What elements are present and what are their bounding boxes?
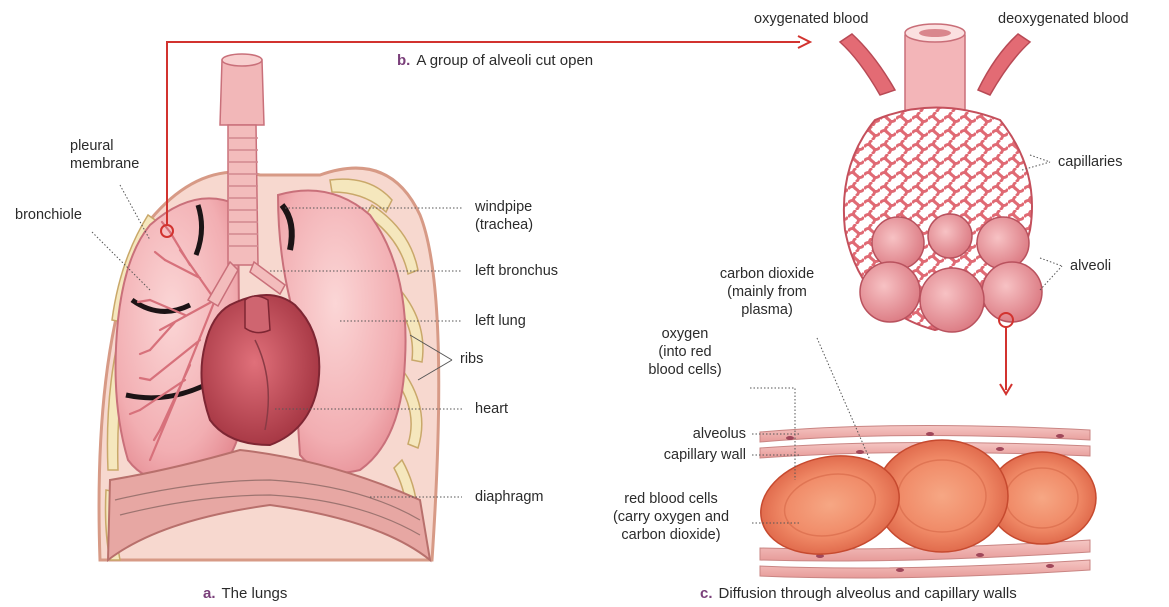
- label-capillary-wall: capillary wall: [596, 446, 746, 464]
- caption-c-letter: c.: [700, 585, 713, 602]
- alveoli-cluster: [840, 24, 1042, 332]
- label-oxygenated-blood: oxygenated blood: [754, 10, 869, 28]
- caption-b-letter: b.: [397, 52, 410, 69]
- label-windpipe: windpipe (trachea): [475, 198, 533, 234]
- caption-b: b. A group of alveoli cut open: [397, 52, 593, 70]
- diffusion-illustration: [752, 425, 1096, 578]
- connector-arrow-bc: [999, 313, 1013, 394]
- label-alveoli: alveoli: [1070, 257, 1111, 275]
- caption-c: c. Diffusion through alveolus and capilla…: [700, 585, 1017, 603]
- label-pleural-membrane: pleural membrane: [70, 137, 139, 173]
- label-bronchiole: bronchiole: [15, 206, 82, 224]
- caption-a-letter: a.: [203, 585, 216, 602]
- label-heart: heart: [475, 400, 508, 418]
- lungs-illustration: [99, 54, 439, 560]
- caption-c-text: Diffusion through alveolus and capillary…: [719, 585, 1017, 602]
- label-left-lung: left lung: [475, 312, 526, 330]
- label-deoxygenated-blood: deoxygenated blood: [998, 10, 1129, 28]
- label-capillaries: capillaries: [1058, 153, 1122, 171]
- label-alveolus: alveolus: [620, 425, 746, 443]
- label-left-bronchus: left bronchus: [475, 262, 558, 280]
- label-diaphragm: diaphragm: [475, 488, 544, 506]
- alveolus-wall: [760, 425, 1090, 442]
- caption-a: a. The lungs: [203, 585, 287, 603]
- caption-a-text: The lungs: [222, 585, 288, 602]
- label-ribs: ribs: [460, 350, 483, 368]
- label-carbon-dioxide: carbon dioxide (mainly from plasma): [712, 265, 822, 319]
- caption-b-text: A group of alveoli cut open: [416, 52, 593, 69]
- label-red-blood-cells: red blood cells (carry oxygen and carbon…: [596, 490, 746, 544]
- label-oxygen: oxygen (into red blood cells): [630, 325, 740, 379]
